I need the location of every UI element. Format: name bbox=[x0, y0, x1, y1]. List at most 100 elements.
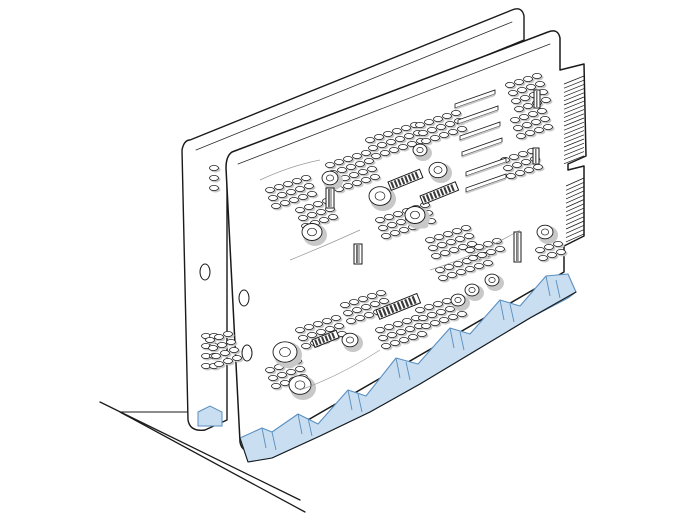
resistor bbox=[217, 341, 229, 350]
capacitor bbox=[450, 293, 470, 311]
resistor bbox=[295, 365, 307, 374]
resistor bbox=[265, 186, 277, 195]
connector-finger bbox=[563, 96, 585, 106]
resistor bbox=[525, 129, 537, 138]
resistor bbox=[346, 163, 358, 172]
resistor bbox=[528, 111, 540, 119]
resistor bbox=[427, 311, 439, 320]
resistor bbox=[387, 331, 399, 340]
resistor bbox=[517, 87, 529, 95]
connector-finger bbox=[563, 109, 585, 118]
resistor bbox=[396, 328, 408, 337]
connector-finger bbox=[565, 229, 585, 238]
connector-finger bbox=[563, 79, 585, 89]
resistor bbox=[295, 185, 307, 194]
resistor bbox=[522, 122, 534, 130]
resistor bbox=[271, 202, 283, 211]
resistor bbox=[232, 354, 244, 363]
connector-finger bbox=[563, 117, 585, 127]
front-board-components bbox=[205, 73, 568, 400]
clip-tooth bbox=[271, 431, 277, 451]
connector-finger bbox=[563, 75, 585, 85]
resistor bbox=[322, 317, 334, 326]
clip-tooth bbox=[347, 389, 353, 411]
resistor bbox=[361, 303, 373, 312]
ic-chip bbox=[513, 231, 522, 263]
resistor bbox=[534, 127, 546, 135]
resistor bbox=[381, 342, 393, 351]
resistor bbox=[387, 221, 399, 230]
resistor bbox=[465, 265, 477, 274]
resistor bbox=[439, 131, 451, 140]
resistor bbox=[547, 251, 559, 260]
resistor bbox=[390, 339, 402, 348]
resistor bbox=[277, 371, 289, 380]
resistor bbox=[337, 166, 349, 175]
resistor bbox=[223, 330, 235, 339]
resistor bbox=[295, 206, 307, 215]
resistor bbox=[428, 244, 440, 253]
resistor bbox=[445, 305, 457, 314]
resistor bbox=[368, 144, 380, 153]
connector-finger bbox=[563, 155, 585, 165]
resistor bbox=[427, 127, 439, 135]
resistor bbox=[265, 366, 277, 375]
resistor bbox=[535, 81, 547, 89]
resistor bbox=[283, 180, 295, 189]
connector-finger bbox=[565, 220, 585, 230]
connector-finger bbox=[565, 181, 585, 191]
resistor bbox=[514, 79, 526, 87]
resistor bbox=[477, 251, 489, 260]
resistor bbox=[444, 263, 456, 272]
connector-finger bbox=[563, 142, 585, 152]
resistor bbox=[352, 306, 364, 315]
resistor bbox=[405, 325, 417, 334]
connector-finger bbox=[563, 151, 585, 160]
resistor bbox=[226, 338, 238, 347]
clip-tooth bbox=[459, 331, 465, 351]
trace-outline bbox=[299, 349, 381, 391]
resistor bbox=[518, 150, 530, 159]
resistor bbox=[325, 161, 337, 170]
resistor bbox=[390, 229, 402, 238]
resistor bbox=[458, 243, 470, 252]
resistor bbox=[506, 172, 518, 181]
connector-finger bbox=[563, 92, 585, 102]
resistor bbox=[418, 314, 430, 323]
connector-finger bbox=[563, 100, 585, 110]
resistor bbox=[448, 128, 460, 137]
resistor bbox=[367, 165, 379, 174]
resistor bbox=[384, 323, 396, 332]
resistor bbox=[352, 179, 364, 188]
connector-finger bbox=[563, 126, 585, 135]
resistor bbox=[383, 130, 395, 139]
resistor bbox=[343, 155, 355, 164]
resistor bbox=[537, 108, 549, 116]
resistor bbox=[418, 129, 430, 138]
resistor bbox=[436, 308, 448, 317]
resistor bbox=[538, 89, 550, 97]
resistor bbox=[439, 316, 451, 325]
resistor bbox=[378, 334, 390, 343]
ic-chip bbox=[532, 147, 540, 165]
resistor bbox=[449, 246, 461, 255]
resistor bbox=[523, 103, 535, 111]
resistor bbox=[492, 237, 504, 246]
resistor bbox=[298, 334, 310, 343]
resistor bbox=[223, 357, 235, 366]
capacitor bbox=[412, 143, 432, 161]
connector-finger bbox=[565, 186, 585, 195]
floor-lines bbox=[99, 401, 306, 513]
resistor bbox=[424, 119, 436, 127]
resistor bbox=[447, 271, 459, 280]
resistor bbox=[364, 157, 376, 166]
resistor bbox=[304, 182, 316, 191]
resistor bbox=[421, 137, 433, 146]
resistor bbox=[292, 177, 304, 186]
resistor bbox=[389, 146, 401, 155]
clip-tooth bbox=[395, 357, 401, 379]
rear-board-hole bbox=[199, 263, 211, 281]
resistor-pack bbox=[459, 121, 501, 142]
resistor bbox=[301, 342, 313, 351]
resistor bbox=[378, 224, 390, 233]
